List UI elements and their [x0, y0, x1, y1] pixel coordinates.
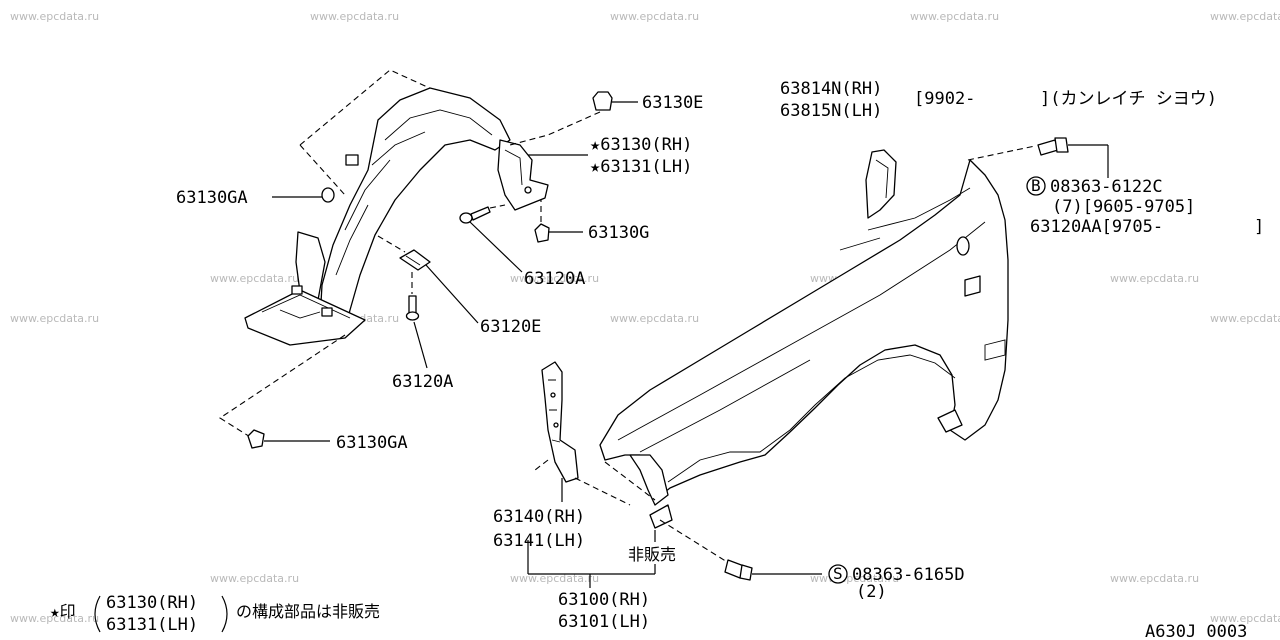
- front-fender-drawing: [599, 145, 1036, 529]
- footnote-text: の構成部品は非販売: [236, 602, 380, 621]
- watermark: www.epcdata.ru: [310, 10, 399, 23]
- label-63120a-low[interactable]: 63120A: [392, 372, 453, 392]
- label-63815n[interactable]: 63815N(LH): [780, 101, 882, 121]
- label-63130g[interactable]: 63130G: [588, 223, 649, 243]
- watermark: www.epcdata.ru: [1210, 612, 1280, 625]
- label-63120aa-end: ]: [1254, 217, 1264, 237]
- watermark: www.epcdata.ru: [1210, 312, 1280, 325]
- label-63814n[interactable]: 63814N(RH): [780, 79, 882, 99]
- splash-guard-drawing: [497, 139, 549, 211]
- watermark: www.epcdata.ru: [10, 10, 99, 23]
- label-63120aa[interactable]: 63120AA[9705-: [1030, 217, 1163, 237]
- clip-63130ga-low-drawing: [247, 429, 330, 449]
- bolt-b-symbol: [1026, 176, 1046, 196]
- screw-63120a-low-drawing: [405, 272, 428, 369]
- watermark: www.epcdata.ru: [210, 272, 299, 285]
- label-bolt-b-code[interactable]: 08363-6122C: [1050, 177, 1163, 197]
- screw-63120a-mid-drawing: [459, 204, 523, 273]
- label-63131lh[interactable]: ★63131(LH): [590, 157, 692, 177]
- bracket-leaders: [527, 478, 656, 588]
- clip-63130g-drawing: [534, 200, 583, 243]
- label-not-sold: 非販売: [628, 545, 676, 564]
- nut-63120e-drawing: [377, 235, 479, 324]
- footnote-paren-left: [94, 595, 101, 633]
- bolt-s-drawing: [724, 559, 822, 581]
- label-63120a-mid[interactable]: 63120A: [524, 269, 585, 289]
- label-63130ga-low[interactable]: 63130GA: [336, 433, 408, 453]
- watermark: www.epcdata.ru: [1110, 272, 1199, 285]
- watermark: www.epcdata.ru: [10, 312, 99, 325]
- footnote-paren-right: [221, 595, 228, 633]
- watermark: www.epcdata.ru: [510, 572, 599, 585]
- diagram-code: A630J 0003: [1145, 622, 1247, 640]
- bracket-63140-drawing: [534, 361, 741, 571]
- bolt-s-letter: S: [833, 564, 843, 583]
- label-63130ga-top[interactable]: 63130GA: [176, 188, 248, 208]
- label-kanreichi: ](カンレイチ シヨウ): [1040, 89, 1217, 109]
- watermark: www.epcdata.ru: [210, 572, 299, 585]
- label-date-9902: [9902-: [914, 89, 975, 109]
- clip-63130e-drawing: [509, 91, 638, 146]
- watermark: www.epcdata.ru: [1210, 10, 1280, 23]
- footnote-part-1: 63130(RH): [106, 593, 198, 613]
- watermark: www.epcdata.ru: [10, 612, 99, 625]
- label-63120e[interactable]: 63120E: [480, 317, 541, 337]
- part-labels: 63130E ★63130(RH) ★63131(LH) 63130GA 631…: [176, 79, 1264, 632]
- label-bolt-s-qty: (2): [856, 582, 887, 602]
- watermark: www.epcdata.ru: [1110, 572, 1199, 585]
- watermark: www.epcdata.ru: [610, 312, 699, 325]
- footnote-star: ★印: [50, 602, 76, 621]
- label-63140[interactable]: 63140(RH): [493, 507, 585, 527]
- bolt-b-letter: B: [1031, 176, 1041, 195]
- footnote-part-2: 63131(LH): [106, 615, 198, 635]
- label-bolt-s-code[interactable]: 08363-6165D: [852, 565, 965, 585]
- label-63141[interactable]: 63141(LH): [493, 531, 585, 551]
- bolt-b-drawing: [1037, 137, 1109, 178]
- bolt-s-symbol: [828, 564, 848, 584]
- watermark: www.epcdata.ru: [610, 10, 699, 23]
- watermark: www.epcdata.ru: [510, 272, 599, 285]
- label-bolt-b-qty: (7)[9605-9705]: [1052, 197, 1195, 217]
- label-63100[interactable]: 63100(RH): [558, 590, 650, 610]
- label-63130rh[interactable]: ★63130(RH): [590, 135, 692, 155]
- footnote: ★印 63130(RH) 63131(LH) の構成部品は非販売: [50, 593, 380, 635]
- fender-protector-drawing: [218, 69, 511, 441]
- fender-trim-63814n-drawing: [865, 149, 897, 219]
- label-63101[interactable]: 63101(LH): [558, 612, 650, 632]
- watermark: www.epcdata.ru: [910, 10, 999, 23]
- label-63130e[interactable]: 63130E: [642, 93, 703, 113]
